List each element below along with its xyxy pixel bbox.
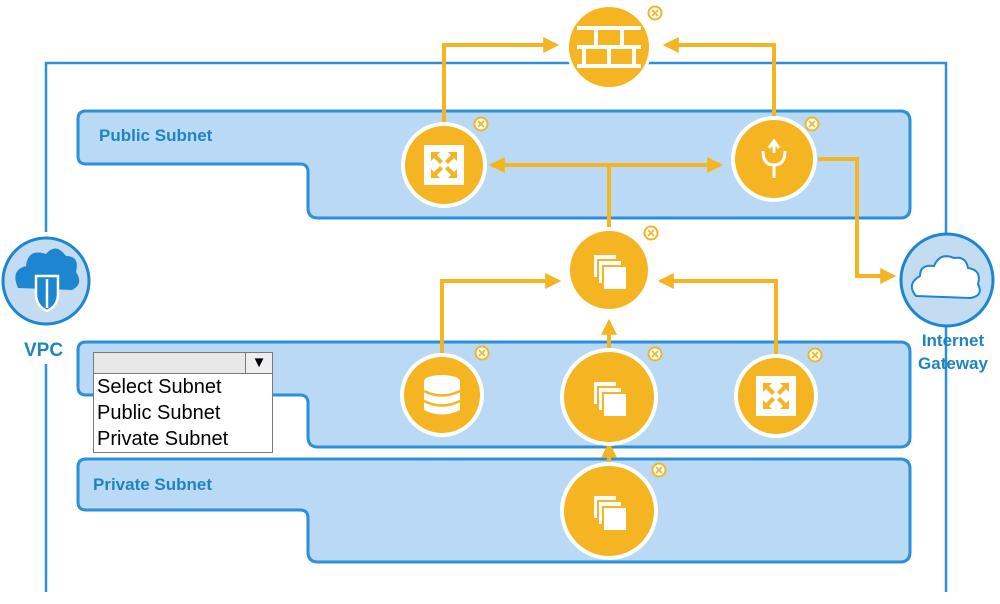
firewall-icon (577, 26, 641, 68)
remove-firewall-icon[interactable] (647, 5, 663, 21)
remove-instances-private-icon[interactable] (651, 462, 667, 478)
router-icon (424, 145, 464, 185)
nat-gateway-node[interactable] (731, 116, 817, 202)
instances-middle-node[interactable] (560, 348, 658, 446)
remove-nat-gateway-icon[interactable] (804, 116, 820, 132)
internet-gateway-cloud-icon (910, 255, 981, 300)
internet-gateway-node (899, 232, 995, 328)
private-subnet-label: Private Subnet (93, 475, 213, 494)
internet-gateway-label-line1: Internet (921, 331, 985, 350)
connector-router-to-firewall (442, 37, 560, 126)
subnet-option-select[interactable]: Select Subnet (97, 376, 222, 398)
connector-lines (440, 37, 897, 462)
internet-gateway-label-line2: Gateway (918, 354, 988, 373)
vpc-label: VPC (24, 340, 64, 361)
database-icon (423, 375, 461, 415)
remove-instances-center-icon[interactable] (643, 225, 659, 241)
vpc-cloud-shield-icon (15, 248, 80, 313)
nat-gateway-icon (761, 138, 787, 178)
instances-icon (592, 494, 628, 532)
router-icon (756, 376, 796, 416)
instances-private-node[interactable] (560, 462, 658, 560)
public-subnet-label: Public Subnet (99, 126, 213, 145)
connector-database-to-center (440, 273, 562, 355)
database-node[interactable] (400, 353, 484, 437)
subnet-dropdown[interactable]: ▼ Select Subnet Public Subnet Private Su… (93, 352, 273, 453)
middle-subnet-band (76, 340, 912, 449)
vpc-cloud-node (0, 234, 93, 328)
subnet-dropdown-box[interactable]: ▼ (93, 352, 273, 374)
remove-database-icon[interactable] (474, 345, 490, 361)
remove-instances-middle-icon[interactable] (647, 346, 663, 362)
instances-icon (592, 380, 628, 418)
dropdown-arrow-icon[interactable]: ▼ (245, 353, 272, 373)
instances-icon (592, 253, 628, 291)
subnet-option-public[interactable]: Public Subnet (97, 402, 221, 424)
subnet-option-private[interactable]: Private Subnet (97, 428, 229, 450)
private-subnet-band (76, 457, 912, 564)
internet-gateway-label: Internet Gateway (906, 329, 1000, 375)
connector-router-middle-to-center (657, 273, 778, 355)
connector-nat-to-firewall (662, 37, 776, 126)
vpc-boundary (44, 61, 948, 592)
instances-center-node[interactable] (566, 227, 652, 313)
connector-nat-to-igw (818, 157, 897, 284)
firewall-node[interactable] (566, 4, 652, 90)
router-public-node[interactable] (401, 122, 487, 208)
remove-router-middle-icon[interactable] (807, 347, 823, 363)
remove-router-public-icon[interactable] (473, 116, 489, 132)
subnet-dropdown-options: Select Subnet Public Subnet Private Subn… (93, 374, 273, 453)
router-middle-node[interactable] (734, 354, 818, 438)
